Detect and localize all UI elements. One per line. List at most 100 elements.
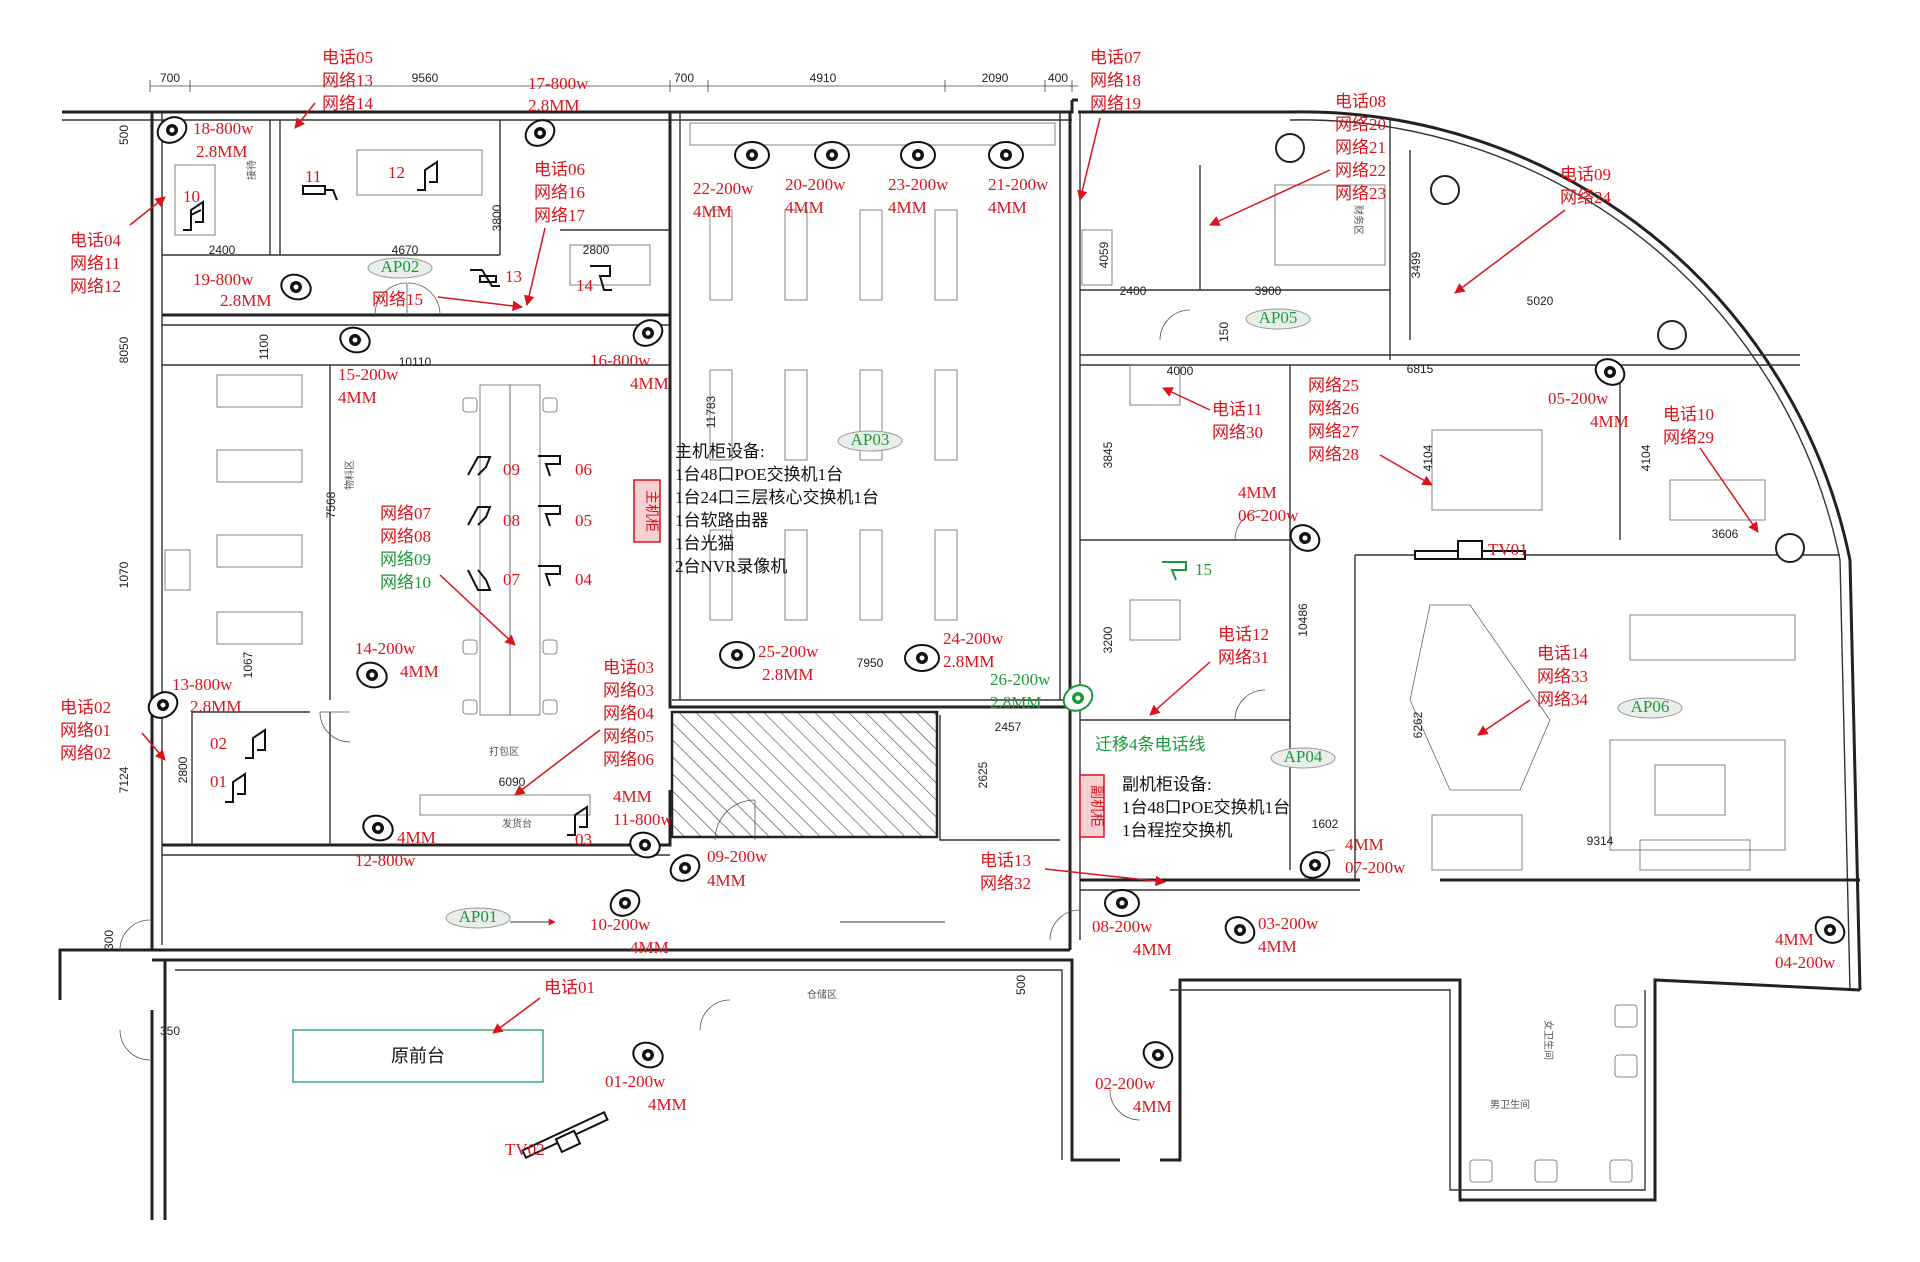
phone-icon (538, 505, 561, 527)
svg-text:24-200w: 24-200w (943, 629, 1004, 648)
svg-text:2.8MM: 2.8MM (762, 665, 813, 684)
phone-icon (538, 565, 561, 587)
svg-text:4059: 4059 (1097, 241, 1111, 268)
svg-text:15-200w: 15-200w (338, 365, 399, 384)
svg-text:1台软路由器: 1台软路由器 (675, 511, 769, 530)
svg-text:10-200w: 10-200w (590, 915, 651, 934)
ap-icon (445, 907, 511, 929)
svg-text:14-200w: 14-200w (355, 639, 416, 658)
dim-top-5: 400 (1048, 71, 1068, 85)
ap-icon (837, 430, 903, 452)
svg-text:5020: 5020 (1527, 294, 1554, 308)
camera-icon (524, 119, 556, 147)
svg-text:AP06: AP06 (1631, 697, 1670, 716)
walls (58, 98, 1862, 1220)
svg-text:12-800w: 12-800w (355, 851, 416, 870)
svg-text:打包区: 打包区 (489, 745, 519, 758)
ap-icon (1617, 697, 1683, 719)
dim-top-3: 4910 (810, 71, 837, 85)
tv-icons: TV01 TV02 (505, 540, 1528, 1159)
phone-icon (225, 772, 246, 803)
cameras: 18-800w 2.8MM 17-800w 2.8MM 19-800w 2.8M… (147, 74, 1846, 1116)
camera-icon (900, 141, 936, 169)
svg-text:11: 11 (305, 167, 321, 186)
camera-icon (814, 141, 850, 169)
svg-text:1台程控交换机: 1台程控交换机 (1122, 821, 1233, 840)
svg-text:财务区: 财务区 (1352, 205, 1365, 235)
svg-text:4000: 4000 (1167, 364, 1194, 378)
svg-text:4MM: 4MM (1133, 1097, 1172, 1116)
camera-icon (609, 889, 641, 917)
svg-text:AP05: AP05 (1259, 308, 1298, 327)
svg-text:2800: 2800 (176, 756, 190, 783)
svg-text:500: 500 (1014, 975, 1028, 995)
phone-icon (302, 185, 338, 201)
svg-text:7568: 7568 (324, 491, 338, 518)
svg-text:4MM: 4MM (1238, 483, 1277, 502)
svg-text:接待: 接待 (245, 160, 258, 180)
svg-text:4MM: 4MM (1258, 937, 1297, 956)
camera-icon (988, 141, 1024, 169)
phone-icon (538, 455, 561, 477)
svg-text:1100: 1100 (257, 334, 271, 360)
svg-text:7124: 7124 (117, 766, 131, 793)
svg-text:6815: 6815 (1407, 362, 1434, 376)
svg-text:4MM: 4MM (338, 388, 377, 407)
svg-text:3200: 3200 (1101, 626, 1115, 653)
svg-text:22-200w: 22-200w (693, 179, 754, 198)
camera-icon (734, 141, 770, 169)
dim-top-0: 700 (160, 71, 180, 85)
svg-text:1台48口POE交换机1台: 1台48口POE交换机1台 (675, 465, 843, 484)
sub-cabinet-tag: 副机柜 (1088, 785, 1104, 827)
furniture (164, 122, 1796, 1183)
svg-text:1台24口三层核心交换机1台: 1台24口三层核心交换机1台 (675, 488, 879, 507)
svg-text:06-200w: 06-200w (1238, 506, 1299, 525)
svg-text:01-200w: 01-200w (605, 1072, 666, 1091)
svg-text:08-200w: 08-200w (1092, 917, 1153, 936)
svg-text:3900: 3900 (1255, 284, 1282, 298)
svg-text:07: 07 (503, 570, 521, 589)
svg-text:4MM: 4MM (397, 828, 436, 847)
svg-text:03-200w: 03-200w (1258, 914, 1319, 933)
svg-text:电话01: 电话01 (544, 978, 595, 997)
svg-text:3606: 3606 (1712, 527, 1739, 541)
svg-text:AP03: AP03 (851, 430, 890, 449)
workstation-numbers: 10 11 12 13 14 09 06 08 05 07 04 02 01 0… (183, 163, 1212, 849)
camera-icon (147, 691, 179, 719)
svg-text:物料区: 物料区 (343, 460, 356, 490)
svg-text:500: 500 (117, 125, 131, 145)
svg-text:AP01: AP01 (459, 907, 498, 926)
main-cabinet: 主机柜 (633, 479, 661, 543)
svg-text:12: 12 (388, 163, 405, 182)
svg-text:2.8MM: 2.8MM (190, 697, 241, 716)
main-cabinet-note: 主机柜设备: 1台48口POE交换机1台 1台24口三层核心交换机1台 1台软路… (675, 442, 879, 576)
tv-icon (521, 1111, 609, 1159)
svg-text:02-200w: 02-200w (1095, 1074, 1156, 1093)
phone-icon (590, 265, 612, 291)
camera-icon (280, 273, 312, 301)
svg-text:2.8MM: 2.8MM (943, 652, 994, 671)
camera-icon (1299, 851, 1331, 879)
camera-icon (632, 319, 664, 347)
svg-text:2457: 2457 (995, 720, 1022, 734)
svg-text:4MM: 4MM (888, 198, 927, 217)
phone-icon (417, 160, 438, 191)
svg-text:4MM: 4MM (785, 198, 824, 217)
camera-icon (669, 854, 701, 882)
phone-icon (467, 456, 492, 476)
svg-text:9314: 9314 (1587, 834, 1614, 848)
svg-text:4MM: 4MM (1775, 930, 1814, 949)
svg-text:TV02: TV02 (505, 1140, 545, 1159)
camera-icon (629, 831, 661, 859)
svg-text:AP04: AP04 (1284, 747, 1323, 766)
